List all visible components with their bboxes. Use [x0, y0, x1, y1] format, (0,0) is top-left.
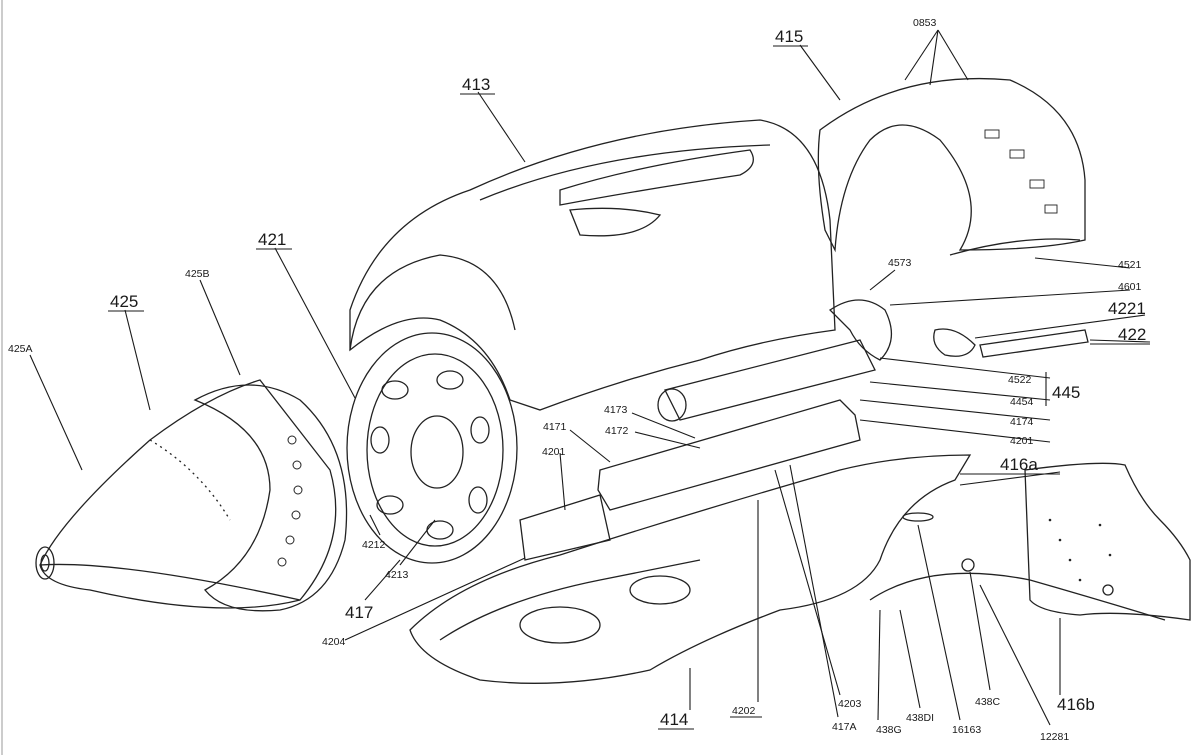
part-labels: 413 415 0853 421 425 425B 425A 4573 4521… — [8, 17, 1150, 743]
label-417: 417 — [345, 603, 373, 622]
label-4172: 4172 — [605, 425, 629, 437]
rear-cowling-ring — [817, 77, 1086, 256]
label-4573: 4573 — [888, 257, 912, 269]
label-425a: 425A — [8, 343, 33, 355]
label-422: 422 — [1118, 325, 1146, 344]
label-438d: 438DI — [906, 712, 934, 724]
label-445: 445 — [1052, 383, 1080, 402]
label-4203: 4203 — [838, 698, 862, 710]
spinner-backplate-ring — [193, 384, 348, 612]
label-0853: 0853 — [913, 17, 937, 29]
label-4212: 4212 — [362, 539, 386, 551]
label-4173: 4173 — [604, 404, 628, 416]
upper-cowling-part — [349, 119, 836, 411]
label-415: 415 — [775, 27, 803, 46]
label-425b: 425B — [185, 268, 210, 280]
label-4521: 4521 — [1118, 259, 1142, 271]
rod-part-422 — [933, 328, 1089, 358]
label-12281: 12281 — [1040, 731, 1069, 743]
label-16163: 16163 — [952, 724, 981, 736]
label-416b: 416b — [1057, 695, 1095, 714]
label-414: 414 — [660, 710, 688, 729]
label-4522: 4522 — [1008, 374, 1032, 386]
label-4601: 4601 — [1118, 281, 1142, 293]
label-416a: 416a — [1000, 455, 1038, 474]
label-4171: 4171 — [543, 421, 567, 433]
label-4174: 4174 — [1010, 416, 1034, 428]
label-4202: 4202 — [732, 705, 756, 717]
front-bulkhead-wheel — [346, 332, 518, 564]
label-438g: 438G — [876, 724, 902, 736]
label-4213: 4213 — [385, 569, 409, 581]
channel-rail-assembly — [519, 399, 861, 561]
label-438c: 438C — [975, 696, 1001, 708]
label-4454: 4454 — [1010, 396, 1034, 408]
label-413: 413 — [462, 75, 490, 94]
label-417a: 417A — [832, 721, 857, 733]
label-4201-left: 4201 — [542, 446, 566, 458]
duct-tube-445 — [657, 299, 892, 422]
label-425: 425 — [110, 292, 138, 311]
label-4201-right: 4201 — [1010, 435, 1034, 447]
label-4204: 4204 — [322, 636, 346, 648]
label-421: 421 — [258, 230, 286, 249]
lower-cowling-part — [409, 454, 972, 684]
leader-lines — [29, 29, 1151, 726]
label-4221: 4221 — [1108, 299, 1146, 318]
rear-lower-cowling — [869, 462, 1191, 621]
spinner-cone-part — [35, 379, 337, 609]
